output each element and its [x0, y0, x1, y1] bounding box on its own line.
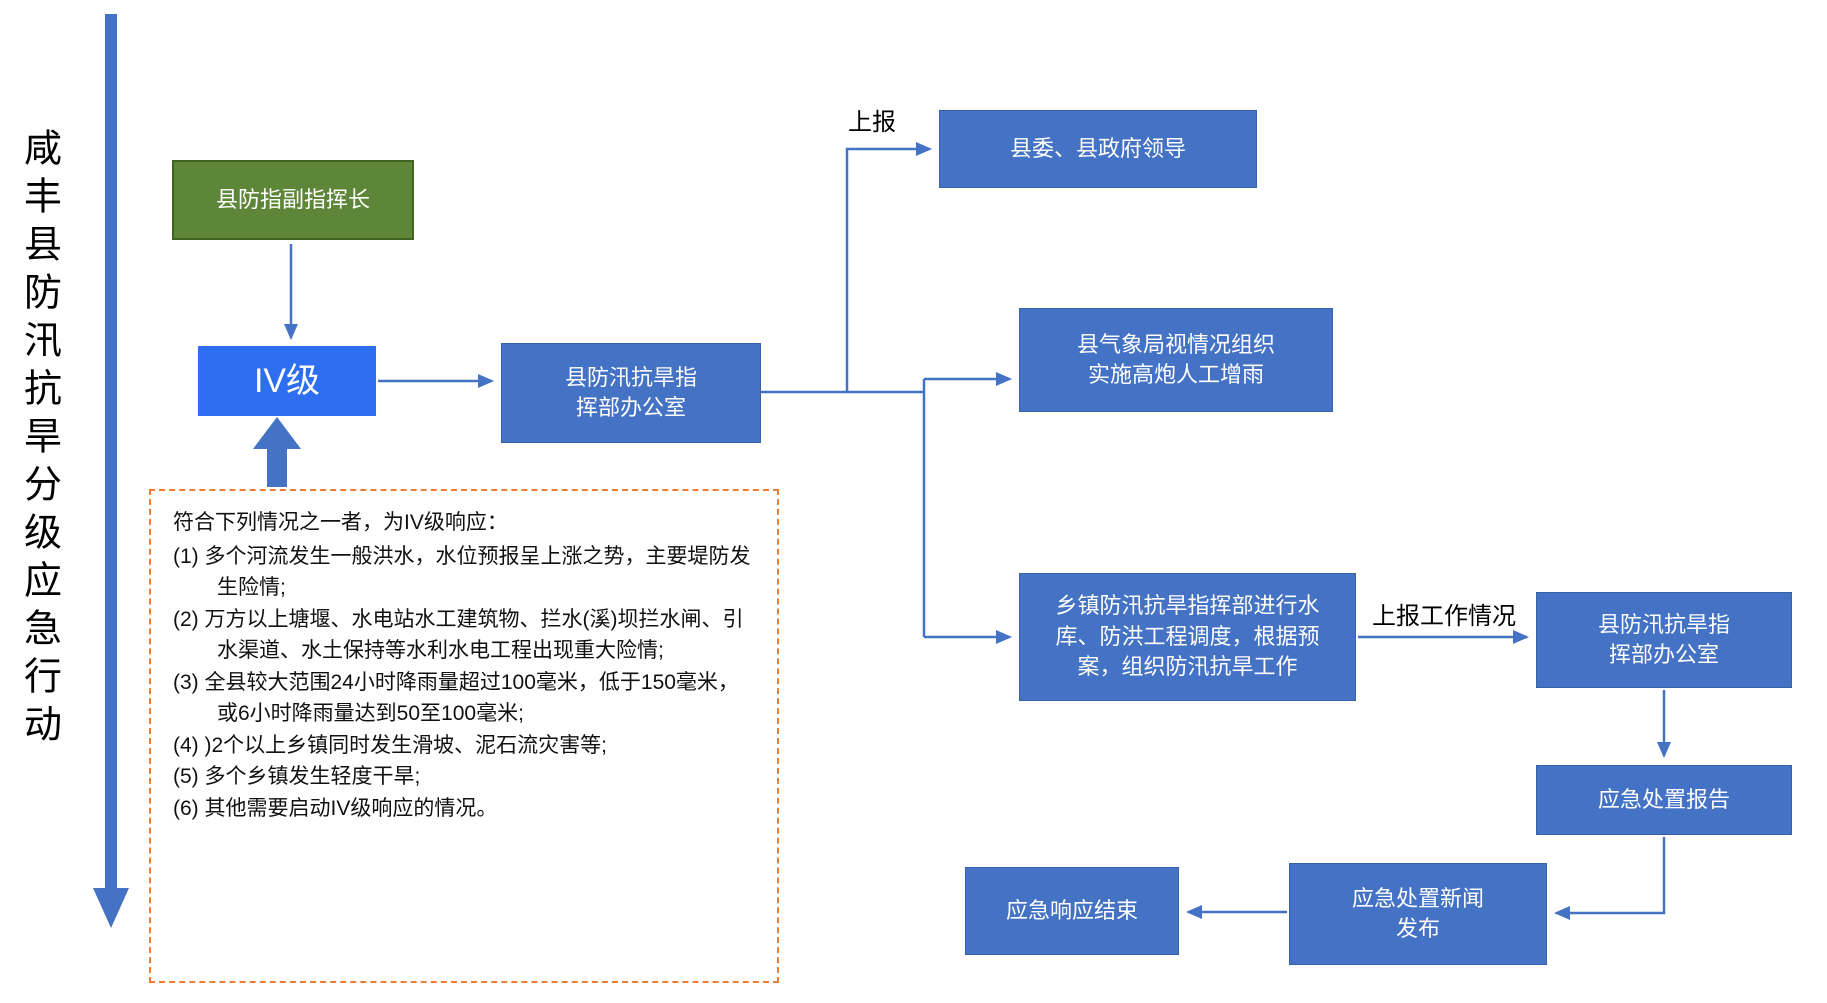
timeline-down-arrow — [93, 14, 129, 928]
node-deputy-commander: 县防指副指挥长 — [172, 160, 414, 240]
criteria-item-3: (3) 全县较大范围24小时降雨量超过100毫米，低于150毫米，或6小时降雨量… — [173, 670, 739, 726]
criteria-item-5: (5) 多个乡镇发生轻度干旱; — [173, 765, 421, 788]
node-county-leaders: 县委、县政府领导 — [939, 110, 1257, 188]
node-county-flood-office: 县防汛抗旱指 挥部办公室 — [501, 343, 761, 443]
node-county-flood-office-2: 县防汛抗旱指 挥部办公室 — [1536, 592, 1792, 688]
criteria-title: 符合下列情况之一者，为IV级响应： — [173, 511, 508, 534]
criteria-to-level-up-arrow — [253, 417, 301, 487]
criteria-item-4: (4) )2个以上乡镇同时发生滑坡、泥石流灾害等; — [173, 733, 608, 757]
criteria-item-1: (1) 多个河流发生一般洪水，水位预报呈上涨之势，主要堤防发生险情; — [173, 544, 751, 600]
node-level-iv: IV级 — [198, 346, 376, 416]
edge-label-report-work: 上报工作情况 — [1372, 603, 1516, 630]
criteria-box: 符合下列情况之一者，为IV级响应： (1) 多个河流发生一般洪水，水位预报呈上涨… — [149, 489, 779, 983]
arrow-report-to-news — [1554, 837, 1666, 920]
criteria-item-6: (6) 其他需要启动IV级响应的情况。 — [173, 796, 498, 820]
node-response-end: 应急响应结束 — [965, 867, 1179, 955]
edge-label-report: 上报 — [848, 109, 896, 136]
node-news-release: 应急处置新闻 发布 — [1289, 863, 1547, 965]
node-township-hq: 乡镇防汛抗旱指挥部进行水 库、防洪工程调度，根据预 案，组织防汛抗旱工作 — [1019, 573, 1356, 701]
diagram-title: 咸丰县防汛抗旱分级应急行动 — [17, 128, 60, 752]
node-response-report: 应急处置报告 — [1536, 765, 1792, 835]
arrow-office-to-leaders — [845, 142, 932, 392]
criteria-item-2: (2) 万方以上塘堰、水电站水工建筑物、拦水(溪)坝拦水闸、引水渠道、水土保持等… — [173, 607, 744, 663]
node-weather-bureau: 县气象局视情况组织 实施高炮人工增雨 — [1019, 308, 1333, 412]
